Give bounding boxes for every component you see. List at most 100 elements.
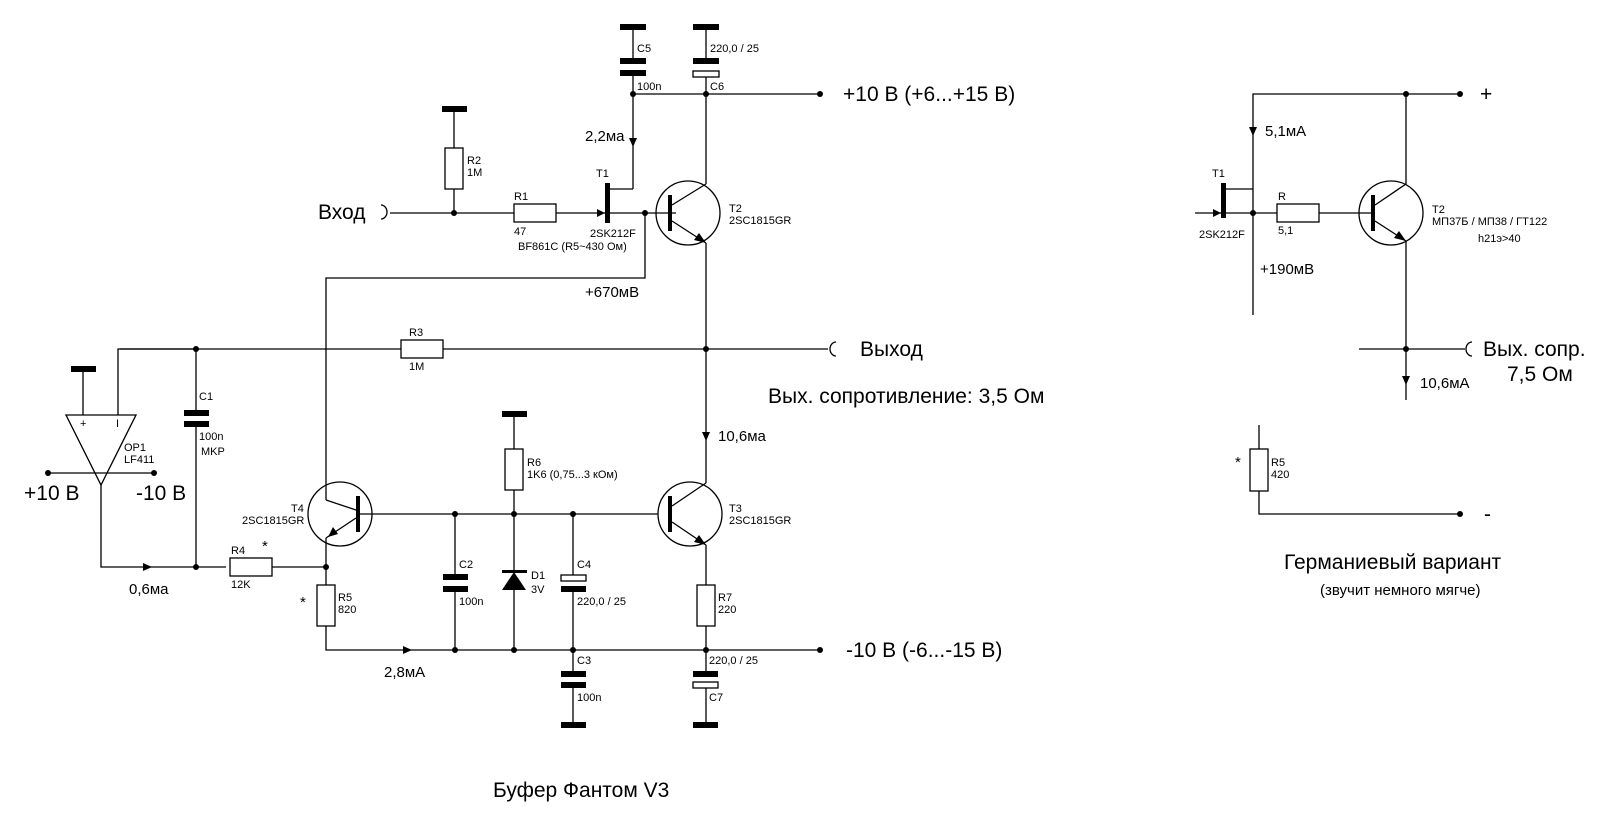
c1-value: 100n: [199, 431, 223, 443]
c4-ref: C4: [577, 559, 591, 571]
current-t3-label: 10,6ма: [718, 428, 767, 445]
c7-ref: C7: [709, 692, 723, 704]
ge-transistor-t2: T2 МП37Б / МП38 / ГТ122 h21э>40: [1358, 94, 1547, 246]
r5-mark: *: [300, 594, 306, 611]
op1-value: LF411: [124, 454, 154, 466]
terminal[interactable]: [45, 470, 51, 476]
output-jack-icon[interactable]: [829, 341, 837, 357]
jfet-t1: T1 2SK212F BF861C (R5~430 Ом): [518, 168, 636, 253]
opamp-minus: I: [116, 418, 119, 430]
opamp-op1: + I OP1 LF411 +10 В -10 В: [24, 348, 196, 505]
input-jack-icon[interactable]: [380, 204, 388, 220]
output-impedance-label: Вых. сопротивление: 3,5 Ом: [768, 385, 1044, 408]
ge-t1-ref: T1: [1212, 168, 1225, 180]
capacitor-c7: 220,0 / 25 C7: [692, 655, 758, 728]
d1-value: 3V: [531, 584, 545, 596]
main-circuit: +10 В (+6...+15 В) C5 100n 220,0 / 25 C6…: [24, 24, 1044, 802]
t2-value: 2SC1815GR: [729, 215, 791, 227]
capacitor-c6: 220,0 / 25 C6: [692, 24, 759, 94]
ge-subtitle: (звучит немного мягче): [1320, 582, 1481, 599]
r4-ref: R4: [231, 545, 245, 557]
ge-current-out: 10,6мА: [1420, 375, 1470, 392]
ge-jfet-t1: T1 2SK212F: [1199, 168, 1245, 241]
capacitor-c4: C4 220,0 / 25: [560, 514, 626, 650]
germanium-circuit: + 5,1мА T1 2SK212F +190мВ R 5,1 T2 МП37Б…: [1195, 83, 1586, 599]
circuit-title: Буфер Фантом V3: [493, 779, 669, 802]
resistor-r4: R4 * 12K: [229, 538, 273, 591]
r1-ref: R1: [514, 191, 528, 203]
c1-type: MKP: [201, 446, 225, 458]
r2-ref: R2: [467, 155, 481, 167]
c5-ref: C5: [637, 43, 651, 55]
resistor-r2: R2 1M: [442, 106, 482, 213]
c6-value: 220,0 / 25: [710, 43, 759, 55]
capacitor-c3: C3 100n: [561, 650, 601, 728]
minus-label: -: [1484, 503, 1491, 526]
d1-ref: D1: [531, 570, 545, 582]
r1-value: 47: [514, 226, 526, 238]
current-opamp-label: 0,6ма: [129, 581, 169, 598]
supply-pos-label: +10 В (+6...+15 В): [843, 83, 1015, 106]
ge-current-t1: 5,1мА: [1265, 123, 1306, 140]
r5-value: 820: [338, 604, 356, 616]
ge-r5-ref: R5: [1271, 457, 1285, 469]
c2-value: 100n: [459, 596, 483, 608]
t1-value: 2SK212F: [590, 228, 636, 240]
ge-t2-gain: h21э>40: [1478, 233, 1521, 245]
c3-value: 100n: [577, 692, 601, 704]
r6-ref: R6: [527, 457, 541, 469]
resistor-r1: R1 47: [513, 191, 557, 238]
transistor-t3: T3 2SC1815GR: [657, 481, 791, 547]
opamp-plus: +: [80, 418, 86, 430]
r4-mark: *: [262, 538, 268, 555]
r3-ref: R3: [409, 327, 423, 339]
t3-value: 2SC1815GR: [729, 515, 791, 527]
resistor-r7: R7 220: [696, 584, 736, 627]
t1-alt: BF861C (R5~430 Ом): [518, 241, 627, 253]
zener-d1: D1 3V: [502, 570, 545, 650]
c5-value: 100n: [637, 81, 661, 93]
resistor-r6: R6 1K6 (0,75...3 кОм): [502, 411, 618, 570]
ge-r5-mark: *: [1235, 454, 1241, 471]
terminal-pos[interactable]: [817, 91, 823, 97]
current-bias-label: 2,8мА: [384, 664, 425, 681]
ge-output-jack-icon[interactable]: [1465, 341, 1473, 357]
ge-out-imp-1: Вых. сопр.: [1483, 338, 1586, 361]
ground-bar: [620, 24, 646, 30]
ge-resistor-r5: * R5 420: [1235, 425, 1289, 492]
r4-value: 12K: [231, 579, 251, 591]
r7-value: 220: [718, 604, 736, 616]
ge-t1-value: 2SK212F: [1199, 229, 1245, 241]
resistor-r5: * R5 820: [300, 584, 356, 627]
output-label: Выход: [860, 338, 923, 361]
resistor-r3: R3 1M: [400, 327, 444, 373]
r3-value: 1M: [409, 361, 424, 373]
c4-value: 220,0 / 25: [577, 596, 626, 608]
current-arrow: [629, 138, 637, 147]
capacitor-c5: C5 100n: [620, 24, 661, 94]
ge-voltage: +190мВ: [1260, 261, 1314, 278]
opamp-pos-supply: +10 В: [24, 482, 79, 505]
ge-title: Германиевый вариант: [1284, 551, 1502, 574]
ge-resistor-r: R 5,1: [1276, 191, 1320, 237]
capacitor-c1: C1 100n MKP: [184, 349, 225, 567]
input-label: Вход: [318, 201, 366, 224]
terminal-neg[interactable]: [817, 647, 823, 653]
terminal-minus[interactable]: [1457, 511, 1463, 517]
current-t1-label: 2,2ма: [585, 128, 625, 145]
ge-out-imp-2: 7,5 Ом: [1507, 363, 1573, 386]
source-voltage-label: +670мВ: [585, 284, 639, 301]
c2-ref: C2: [459, 559, 473, 571]
ge-r-value: 5,1: [1278, 225, 1293, 237]
t4-ref: T4: [291, 503, 304, 515]
t2-ref: T2: [729, 203, 742, 215]
ge-t2-value: МП37Б / МП38 / ГТ122: [1432, 216, 1547, 228]
plus-label: +: [1480, 83, 1492, 106]
c3-ref: C3: [577, 655, 591, 667]
ge-t2-ref: T2: [1432, 204, 1445, 216]
r6-value: 1K6 (0,75...3 кОм): [527, 469, 618, 481]
terminal[interactable]: [151, 470, 157, 476]
terminal-plus[interactable]: [1457, 91, 1463, 97]
r5-ref: R5: [338, 592, 352, 604]
